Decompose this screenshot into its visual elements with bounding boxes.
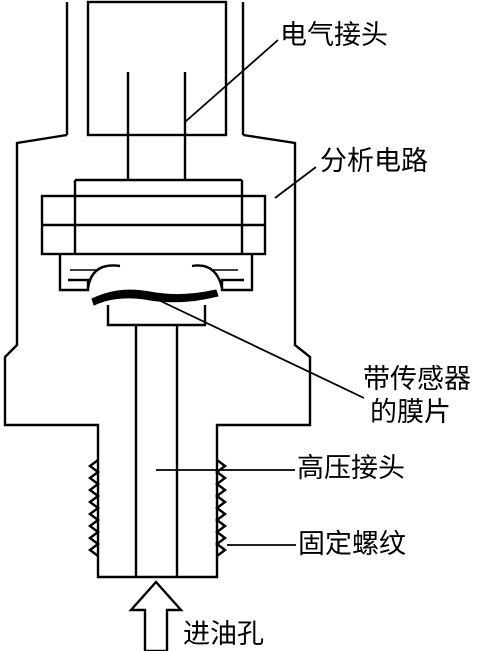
mounting-thread-left [88, 459, 100, 557]
bond-wire-left [86, 264, 121, 289]
label-mounting-thread: 固定螺纹 [298, 529, 406, 560]
label-high-pressure-fitting: 高压接头 [297, 453, 405, 484]
fitting-body [96, 455, 219, 579]
label-oil-inlet: 进油孔 [183, 619, 264, 650]
leader-electrical-connector [184, 39, 279, 123]
label-sensor-membrane-2: 的膜片 [370, 397, 451, 428]
mounting-thread-right [215, 459, 227, 557]
label-sensor-membrane-1: 带传感器 [363, 364, 471, 395]
leader-sensor-membrane [149, 295, 365, 399]
stem-head [106, 305, 207, 327]
support-left [58, 254, 90, 292]
connector-plug [86, 0, 228, 137]
label-electrical-connector: 电气接头 [280, 20, 388, 51]
support-right [220, 254, 254, 292]
bond-wire-right [191, 264, 224, 289]
oil-inlet-arrow [128, 580, 184, 651]
housing-outline [3, 133, 312, 455]
label-analysis-circuit: 分析电路 [320, 146, 428, 177]
leader-analysis-circuit [274, 166, 317, 199]
